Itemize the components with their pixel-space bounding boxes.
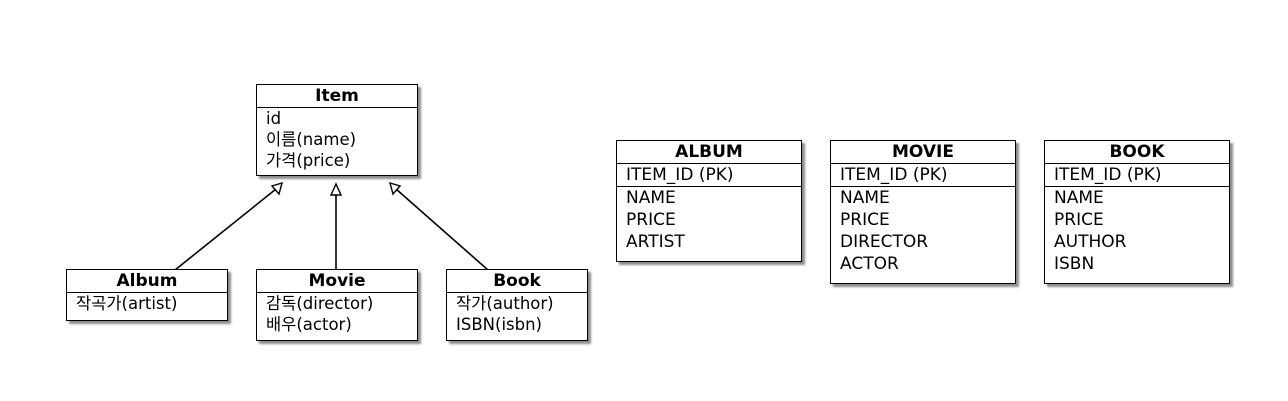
movie-attr-director: 감독(director): [266, 294, 374, 313]
album-table-pk: ITEM_ID (PK): [617, 164, 801, 187]
movie-table-name: MOVIE: [831, 141, 1015, 164]
book-table-name: BOOK: [1045, 141, 1229, 164]
album-class-attributes: 작곡가(artist): [67, 293, 227, 314]
album-table-name: ALBUM: [617, 141, 801, 164]
book-class-name: Book: [447, 270, 587, 293]
movie-attr-actor: 배우(actor): [266, 315, 352, 334]
book-table: BOOK ITEM_ID (PK) NAME PRICE AUTHOR ISBN: [1044, 140, 1230, 284]
book-column-price: PRICE: [1054, 210, 1104, 230]
item-attr-name: 이름(name): [266, 130, 357, 149]
album-column-price: PRICE: [626, 210, 676, 230]
item-class-box: Item id 이름(name) 가격(price): [256, 84, 418, 176]
book-table-columns: NAME PRICE AUTHOR ISBN: [1045, 187, 1229, 275]
movie-column-director: DIRECTOR: [840, 232, 929, 252]
movie-table-columns: NAME PRICE DIRECTOR ACTOR: [831, 187, 1015, 275]
movie-table: MOVIE ITEM_ID (PK) NAME PRICE DIRECTOR A…: [830, 140, 1016, 284]
book-class-box: Book 작가(author) ISBN(isbn): [446, 269, 588, 341]
book-class-attributes: 작가(author) ISBN(isbn): [447, 293, 587, 335]
movie-class-attributes: 감독(director) 배우(actor): [257, 293, 417, 335]
book-arrowhead: [388, 181, 402, 196]
album-inheritance-line: [174, 188, 277, 271]
movie-arrowhead: [329, 182, 343, 196]
album-attr-artist: 작곡가(artist): [76, 294, 178, 313]
book-column-name: NAME: [1054, 188, 1104, 208]
movie-pk-column: ITEM_ID (PK): [840, 165, 948, 185]
movie-column-price: PRICE: [840, 210, 890, 230]
book-column-isbn: ISBN: [1054, 254, 1095, 274]
book-attr-author: 작가(author): [456, 294, 554, 313]
item-class-name: Item: [257, 85, 417, 108]
album-table: ALBUM ITEM_ID (PK) NAME PRICE ARTIST: [616, 140, 802, 262]
book-table-pk: ITEM_ID (PK): [1045, 164, 1229, 187]
movie-column-actor: ACTOR: [840, 254, 899, 274]
movie-class-name: Movie: [257, 270, 417, 293]
album-class-name: Album: [67, 270, 227, 293]
album-arrowhead: [270, 181, 284, 196]
movie-class-box: Movie 감독(director) 배우(actor): [256, 269, 418, 341]
movie-column-name: NAME: [840, 188, 890, 208]
movie-table-pk: ITEM_ID (PK): [831, 164, 1015, 187]
album-column-name: NAME: [626, 188, 676, 208]
album-table-columns: NAME PRICE ARTIST: [617, 187, 801, 253]
album-class-box: Album 작곡가(artist): [66, 269, 228, 321]
book-inheritance-line: [395, 188, 489, 271]
book-column-author: AUTHOR: [1054, 232, 1127, 252]
item-attr-price: 가격(price): [266, 151, 351, 170]
item-attr-id: id: [266, 109, 282, 128]
item-class-attributes: id 이름(name) 가격(price): [257, 108, 417, 171]
book-pk-column: ITEM_ID (PK): [1054, 165, 1162, 185]
album-column-artist: ARTIST: [626, 232, 685, 252]
album-pk-column: ITEM_ID (PK): [626, 165, 734, 185]
book-attr-isbn: ISBN(isbn): [456, 315, 542, 334]
